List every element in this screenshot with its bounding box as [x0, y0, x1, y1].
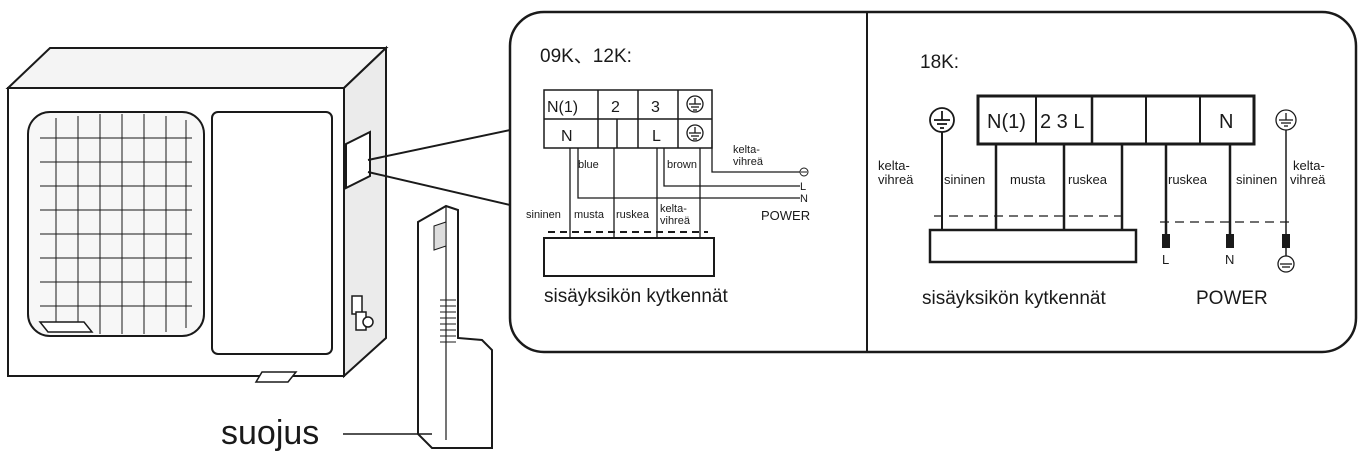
cover-part — [417, 204, 493, 449]
ground-icon — [799, 167, 809, 177]
right-wire-ruskea: ruskea — [1068, 172, 1108, 187]
right-wire-ruskea-power: ruskea — [1168, 172, 1208, 187]
right-terminal-block — [976, 94, 1256, 146]
right-right-ground-label-1: kelta- — [1293, 158, 1325, 173]
right-wire-musta: musta — [1010, 172, 1046, 187]
power-ground-label-line2: vihreä — [733, 156, 764, 168]
right-right-ground-label-2: vihreä — [1290, 172, 1326, 187]
left-indoor-label: sisäyksikön kytkennät — [544, 286, 728, 307]
right-wire-sininen-power: sininen — [1236, 172, 1277, 187]
right-left-ground-label-1: kelta- — [878, 158, 910, 173]
power-pin-n-plug — [1226, 234, 1234, 248]
power-pin-l-plug — [1162, 234, 1170, 248]
cover-label: suojus — [221, 414, 319, 452]
right-indoor-unit-box — [928, 228, 1138, 264]
left-terminal-top-3: 3 — [651, 99, 660, 116]
left-panel-title: 09K、12K: — [540, 46, 632, 67]
zoom-lines — [367, 129, 511, 206]
outdoor-unit — [5, 45, 389, 383]
bottom-wire-sininen: sininen — [526, 209, 561, 221]
left-wires — [548, 140, 800, 238]
cover-vent-slots — [440, 299, 456, 343]
right-panel: 18K: N(1) 2 3 L N — [878, 52, 1326, 309]
power-pin-l: L — [800, 181, 806, 193]
power-ground-label-line1: kelta- — [733, 144, 760, 156]
left-terminal-bottom-1: N — [561, 128, 573, 145]
ground-icon — [929, 107, 955, 133]
power-pin-ground-plug — [1282, 234, 1290, 248]
right-terminal-1: N(1) — [987, 111, 1026, 133]
left-power-label: POWER — [761, 208, 810, 223]
bottom-wire-ruskea: ruskea — [616, 209, 650, 221]
left-indoor-unit-box — [543, 237, 715, 277]
right-indoor-label: sisäyksikön kytkennät — [922, 288, 1106, 309]
left-terminal-bottom-4: L — [652, 128, 661, 145]
right-wires — [934, 130, 1292, 256]
right-terminal-2: 2 3 L — [1040, 111, 1084, 133]
wire-label-brown: brown — [667, 159, 697, 171]
bottom-wire-keltavihrea-1: kelta- — [660, 203, 687, 215]
right-power-pin-l: L — [1162, 252, 1169, 267]
bottom-wire-keltavihrea-2: vihreä — [660, 215, 691, 227]
fan-grille — [27, 111, 205, 337]
right-power-pin-n: N — [1225, 252, 1234, 267]
power-pin-n: N — [800, 193, 808, 205]
left-terminal-block — [543, 89, 713, 149]
ground-icon — [686, 124, 704, 142]
right-terminal-5: N — [1219, 111, 1233, 133]
ground-icon — [1277, 255, 1295, 273]
service-valves — [351, 295, 374, 331]
left-terminal-top-1: N(1) — [547, 99, 578, 116]
bottom-wire-musta: musta — [574, 209, 605, 221]
right-panel-title: 18K: — [920, 52, 959, 73]
cover-callout: suojus — [221, 414, 432, 452]
left-terminal-top-2: 2 — [611, 99, 620, 116]
left-panel: 09K、12K: N(1) 2 3 N L — [526, 46, 810, 307]
right-power-label: POWER — [1196, 288, 1268, 309]
detail-frame — [508, 10, 1358, 354]
right-wire-sininen: sininen — [944, 172, 985, 187]
ground-icon — [686, 95, 704, 113]
right-left-ground-label-2: vihreä — [878, 172, 914, 187]
wire-label-blue: blue — [578, 159, 599, 171]
ground-icon — [1275, 109, 1297, 131]
